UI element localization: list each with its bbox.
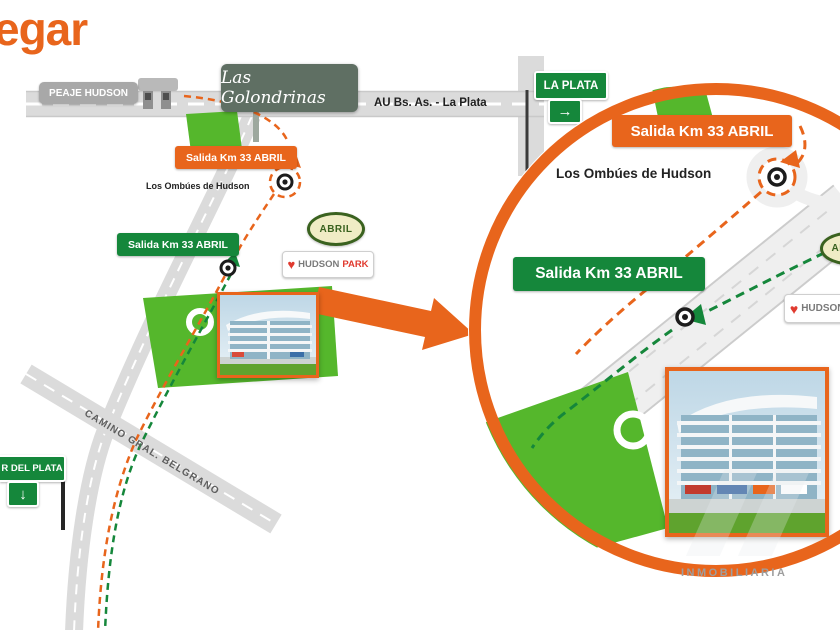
- los-ombues-label: Los Ombúes de Hudson: [146, 181, 250, 191]
- zoom-building-illustration: [669, 371, 825, 533]
- page-title: egar: [0, 3, 88, 55]
- zoom-hudson-park-sign: ♥ HUDSON PARK: [784, 294, 840, 323]
- abril-badge: ABRIL: [307, 212, 365, 246]
- zoom-exit-pin-orange-icon: [767, 167, 787, 187]
- heart-icon: ♥: [287, 257, 296, 272]
- hudson-park-sign: ♥ HUDSON PARK: [282, 251, 374, 278]
- zoom-los-ombues-label: Los Ombúes de Hudson: [556, 166, 712, 181]
- route-green-dashed: [103, 273, 233, 630]
- las-golondrinas-label: Las Golondrinas: [221, 68, 326, 108]
- mar-del-plata-sign: R DEL PLATA: [0, 455, 66, 482]
- abril-badge-label: ABRIL: [319, 223, 353, 235]
- las-golondrinas-sign: Las Golondrinas: [221, 64, 358, 112]
- zoom-abril-badge-label: ABRIL: [831, 243, 840, 254]
- building-photo: [217, 292, 319, 378]
- zoom-inset: Salida Km 33 ABRIL Los Ombúes de Hudson …: [468, 82, 840, 578]
- zoom-pointer-arrow: [313, 287, 474, 350]
- zoom-heart-icon: ♥: [789, 300, 799, 317]
- hudson-park-word2: PARK: [342, 259, 369, 270]
- arrow-down-icon: ↓: [19, 485, 27, 503]
- zoom-hudson-park-word1: HUDSON: [801, 303, 840, 314]
- zoom-salida-km33-green-sign: Salida Km 33 ABRIL: [513, 257, 705, 291]
- toll-booth-icon: [138, 78, 178, 109]
- zoom-exit-pin-green-icon: [675, 307, 695, 327]
- highway-label: AU Bs. As. - La Plata: [374, 97, 487, 109]
- exit-pin-green-icon: [219, 259, 237, 277]
- mar-del-plata-arrow-sign: ↓: [7, 481, 39, 507]
- zoom-building-photo: [665, 367, 829, 537]
- building-illustration: [220, 295, 316, 375]
- salida-km33-green-sign: Salida Km 33 ABRIL: [117, 233, 239, 256]
- zoom-salida-km33-orange-sign: Salida Km 33 ABRIL: [612, 115, 792, 147]
- route-orange-dashed: [96, 94, 302, 630]
- salida-km33-orange-sign: Salida Km 33 ABRIL: [175, 146, 297, 169]
- hudson-park-word1: HUDSON: [298, 259, 340, 270]
- peaje-hudson-sign: PEAJE HUDSON: [39, 82, 138, 104]
- watermark-text: INMOBILIARIA: [681, 567, 788, 579]
- exit-pin-orange-icon: [276, 173, 294, 191]
